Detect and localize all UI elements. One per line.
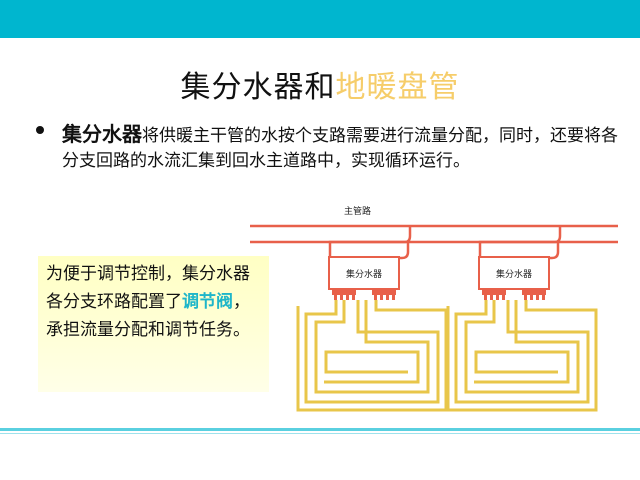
title-highlight: 地暖盘管 bbox=[335, 70, 460, 105]
manifold-label-left: 集分水器 bbox=[346, 268, 382, 280]
note-paragraph: 为便于调节控制，集分水器各分支环路配置了调节阀，承担流量分配和调节任务。 bbox=[46, 260, 256, 344]
floor-coil-left bbox=[296, 300, 448, 412]
bottom-rule bbox=[0, 428, 640, 431]
slide-title: 集分水器和地暖盘管 bbox=[0, 62, 640, 106]
bullet-body: 将供暖主干管的水按个支路需要进行流量分配，同时，还要将各分支回路的水流汇集到回水… bbox=[62, 126, 618, 171]
note-part1: 为便于调节控制，集分水器各分支环路配置了 bbox=[46, 264, 250, 312]
note-box bbox=[38, 256, 269, 392]
top-accent-bar bbox=[0, 0, 640, 38]
main-pipes bbox=[250, 224, 618, 244]
bullet-icon bbox=[36, 126, 44, 134]
note-part2: ，承担流量分配和调节任务。 bbox=[46, 292, 250, 340]
bullet-term: 集分水器 bbox=[62, 122, 142, 146]
bottom-rule-thin bbox=[0, 433, 640, 434]
floor-coil-right bbox=[446, 300, 598, 412]
manifold-label-right: 集分水器 bbox=[496, 268, 532, 280]
bullet-paragraph: 集分水器将供暖主干管的水按个支路需要进行流量分配，同时，还要将各分支回路的水流汇… bbox=[62, 122, 622, 174]
manifold-left: 集分水器 bbox=[328, 226, 412, 300]
main-pipe-label: 主管路 bbox=[344, 205, 371, 217]
title-main: 集分水器和 bbox=[180, 70, 336, 105]
manifold-right: 集分水器 bbox=[478, 226, 562, 300]
note-highlight: 调节阀 bbox=[182, 292, 233, 312]
manifold-diagram: 主管路 集分水器 集分水器 bbox=[250, 205, 618, 412]
